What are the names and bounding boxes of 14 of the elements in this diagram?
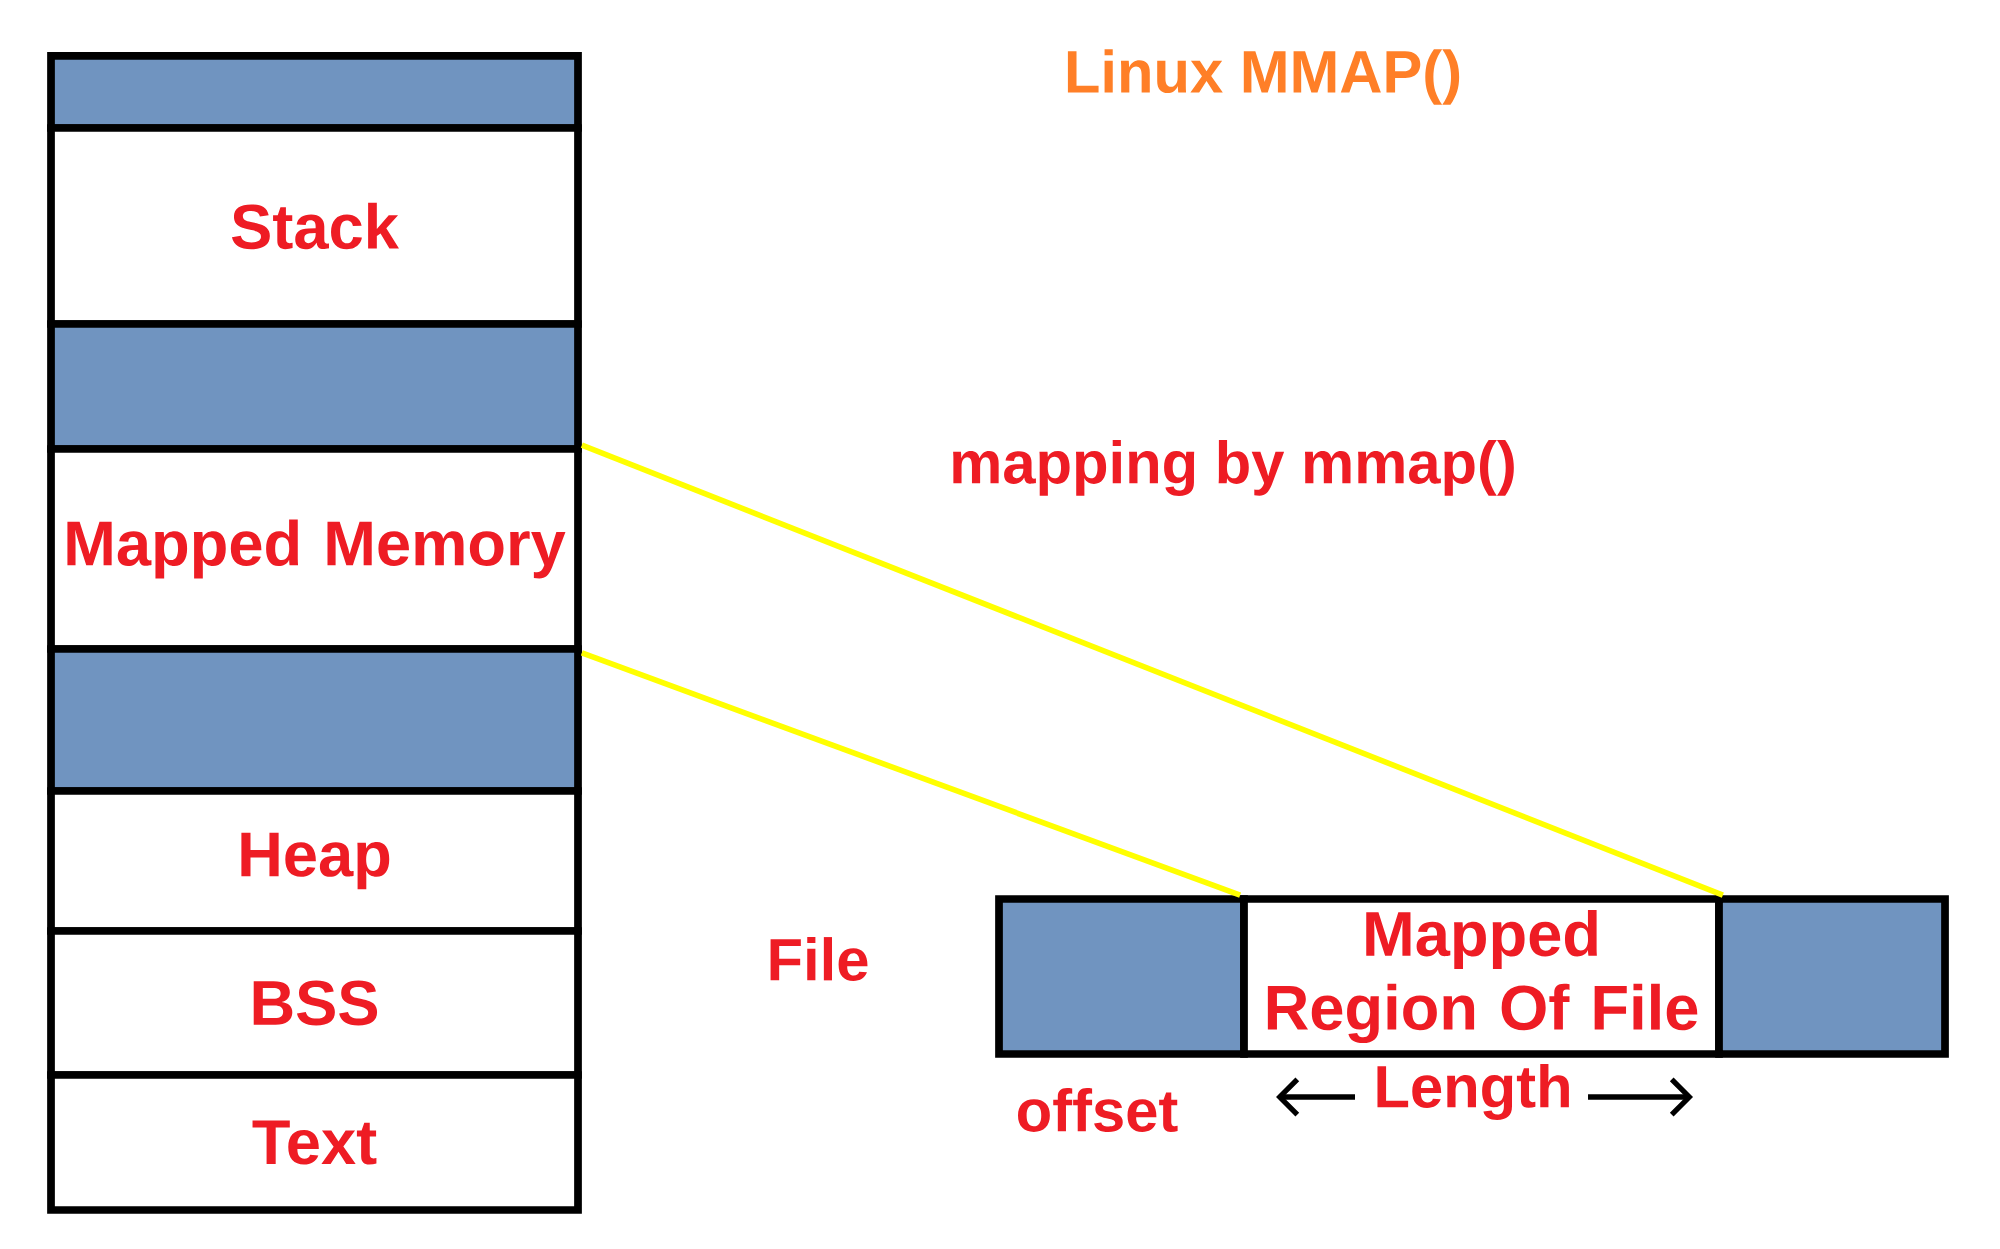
text-label: File — [770, 937, 868, 981]
unused-band — [1715, 895, 1949, 1058]
memory-segment: Heap — [47, 787, 582, 935]
memory-segment: Mapped Memory — [47, 445, 582, 653]
connector-line — [580, 650, 1242, 898]
connector-line — [580, 442, 1724, 898]
text-label: offset — [1018, 1088, 1178, 1132]
text-label: Length — [1377, 1064, 1569, 1120]
memory-segment: BSS — [47, 927, 582, 1079]
file-region-box: Mapped Region Of File — [1240, 895, 1723, 1058]
diagram-title: Linux MMAP() — [1067, 49, 1460, 105]
memory-segment: Text — [47, 1071, 582, 1214]
text-label: mapping by mmap() — [953, 440, 1514, 496]
memory-segment: Stack — [47, 124, 582, 328]
